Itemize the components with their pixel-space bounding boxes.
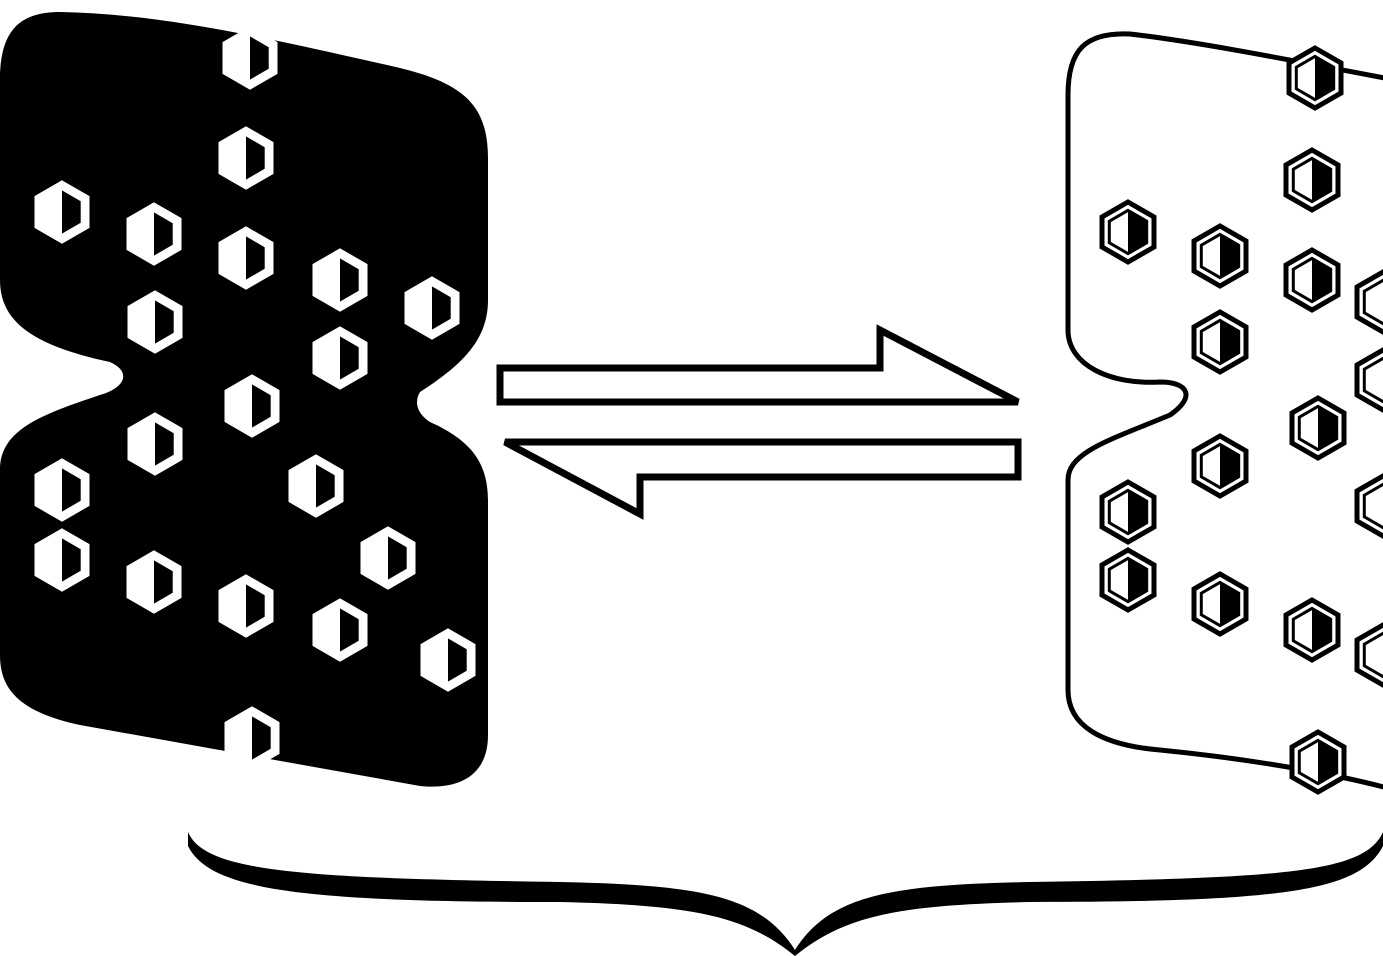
hexagon-half-fill — [340, 258, 359, 302]
hexagon-half-fill — [155, 300, 174, 344]
hexagon-half-filled-icon — [1283, 597, 1341, 663]
hexagon-half-filled-icon — [218, 226, 274, 290]
hexagon-inner-ring — [1362, 356, 1383, 404]
hexagon-half-fill — [62, 538, 81, 582]
hexagon-half-filled-icon — [127, 290, 183, 354]
hexagon-half-fill — [1312, 158, 1331, 202]
hexagon-half-filled-icon — [1099, 199, 1157, 265]
hexagon-half-filled-icon — [1289, 729, 1347, 795]
hexagon-half-fill — [1128, 490, 1147, 534]
hexagon-half-filled-icon — [127, 412, 183, 476]
hexagon-half-filled-icon — [404, 276, 460, 340]
hexagon-half-fill — [246, 584, 265, 628]
hexagon-half-fill — [340, 336, 359, 380]
hexagon-half-filled-icon — [1354, 347, 1383, 413]
hexagon-half-filled-icon — [1099, 547, 1157, 613]
hexagon-half-filled-icon — [1191, 223, 1249, 289]
curly-brace-under-icon — [188, 832, 1383, 956]
hexagon-half-filled-icon — [1354, 473, 1383, 539]
hexagon-inner-ring — [1362, 482, 1383, 530]
hexagon-half-fill — [1128, 210, 1147, 254]
hexagon-half-filled-icon — [1191, 309, 1249, 375]
hexagon-half-filled-icon — [312, 326, 368, 390]
hexagon-half-fill — [154, 212, 173, 256]
hexagon-half-filled-icon — [1283, 247, 1341, 313]
hexagon-half-fill — [1318, 740, 1337, 784]
hexagon-half-fill — [154, 560, 173, 604]
hexagon-half-fill — [316, 464, 335, 508]
hexagon-half-filled-icon — [312, 248, 368, 312]
hexagon-half-filled-icon — [222, 26, 278, 90]
double-harpoon-arrows-icon — [496, 324, 1022, 520]
hexagon-outline — [1354, 473, 1383, 539]
hexagon-half-fill — [1128, 558, 1147, 602]
left-state-black-blob — [0, 12, 488, 787]
hexagon-half-filled-icon — [1354, 269, 1383, 335]
hexagon-half-filled-icon — [34, 458, 90, 522]
hexagon-half-fill — [252, 384, 271, 428]
right-hexagon-group — [1099, 45, 1383, 795]
hexagon-half-fill — [388, 536, 407, 580]
hexagon-half-filled-icon — [312, 598, 368, 662]
hexagon-half-fill — [340, 608, 359, 652]
hexagon-half-filled-icon — [126, 550, 182, 614]
hexagon-half-fill — [1220, 234, 1239, 278]
hexagon-half-filled-icon — [1099, 479, 1157, 545]
hexagon-half-filled-icon — [126, 202, 182, 266]
hexagon-outline — [1354, 347, 1383, 413]
hexagon-outline — [1354, 622, 1383, 688]
hexagon-half-fill — [250, 36, 269, 80]
hexagon-half-fill — [1312, 258, 1331, 302]
hexagon-half-fill — [1315, 56, 1334, 100]
hexagon-half-filled-icon — [1283, 147, 1341, 213]
hexagon-half-fill — [448, 638, 467, 682]
hexagon-half-fill — [246, 236, 265, 280]
right-state-white-blob — [1065, 31, 1383, 795]
hexagon-half-filled-icon — [218, 574, 274, 638]
hexagon-half-filled-icon — [288, 454, 344, 518]
hexagon-half-filled-icon — [1286, 45, 1344, 111]
hexagon-half-fill — [1220, 582, 1239, 626]
left-hexagon-group — [34, 26, 476, 770]
hexagon-half-fill — [155, 422, 174, 466]
hexagon-half-filled-icon — [218, 126, 274, 190]
forward-arrow-icon — [496, 324, 1020, 406]
hexagon-half-fill — [62, 190, 81, 234]
hexagon-half-filled-icon — [34, 180, 90, 244]
hexagon-half-filled-icon — [420, 628, 476, 692]
hexagon-half-filled-icon — [1191, 433, 1249, 499]
hexagon-half-fill — [1220, 444, 1239, 488]
hexagon-half-filled-icon — [224, 374, 280, 438]
hexagon-half-fill — [1312, 608, 1331, 652]
hexagon-outline — [1354, 269, 1383, 335]
hexagon-half-filled-icon — [1354, 622, 1383, 688]
hexagon-inner-ring — [1362, 278, 1383, 326]
hexagon-half-filled-icon — [224, 706, 280, 770]
hexagon-half-fill — [432, 286, 451, 330]
hexagon-half-filled-icon — [1191, 571, 1249, 637]
hexagon-half-fill — [252, 716, 271, 760]
hexagon-half-filled-icon — [1289, 395, 1347, 461]
hexagon-half-fill — [1220, 320, 1239, 364]
hexagon-half-fill — [1318, 406, 1337, 450]
hexagon-half-filled-icon — [360, 526, 416, 590]
hexagon-half-fill — [62, 468, 81, 512]
reverse-arrow-icon — [503, 438, 1022, 520]
hexagon-half-fill — [246, 136, 265, 180]
hexagon-half-filled-icon — [34, 528, 90, 592]
hexagon-inner-ring — [1362, 631, 1383, 679]
